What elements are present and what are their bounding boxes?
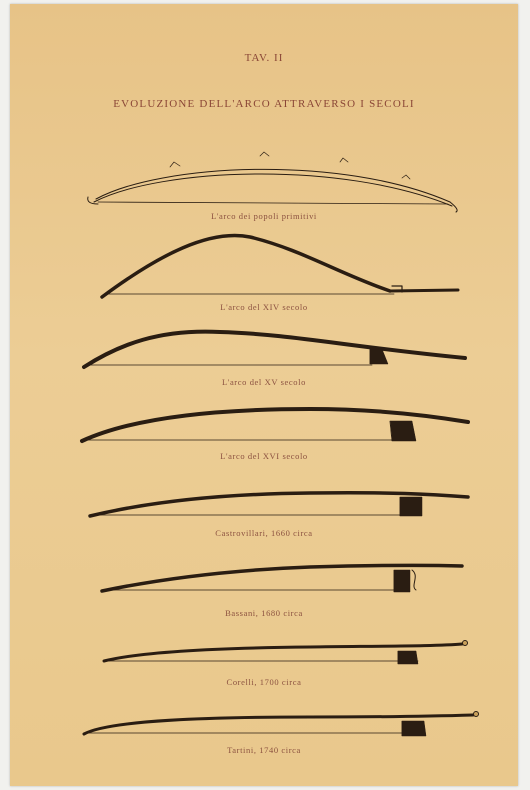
bow-xv-drawing	[84, 332, 465, 367]
bow-bassani-drawing	[102, 565, 462, 592]
bow-caption: Bassani, 1680 circa	[10, 608, 518, 618]
bow-caption: Corelli, 1700 circa	[10, 677, 518, 687]
bow-xvi-drawing	[82, 409, 468, 441]
bow-caption: L'arco dei popoli primitivi	[10, 211, 518, 221]
bow-caption: L'arco del XIV secolo	[10, 302, 518, 312]
bow-castrovillari-drawing	[90, 493, 468, 516]
bow-xiv-drawing	[102, 236, 458, 297]
bow-tartini-drawing	[84, 712, 479, 737]
book-page: TAV. II EVOLUZIONE DELL'ARCO ATTRAVERSO …	[10, 4, 518, 786]
bow-primitive-drawing	[88, 152, 457, 212]
bow-caption: L'arco del XVI secolo	[10, 451, 518, 461]
bow-caption: Castrovillari, 1660 circa	[10, 528, 518, 538]
bow-corelli-drawing	[104, 641, 468, 665]
bow-caption: L'arco del XV secolo	[10, 377, 518, 387]
bow-illustrations	[10, 4, 518, 786]
bow-caption: Tartini, 1740 circa	[10, 745, 518, 755]
